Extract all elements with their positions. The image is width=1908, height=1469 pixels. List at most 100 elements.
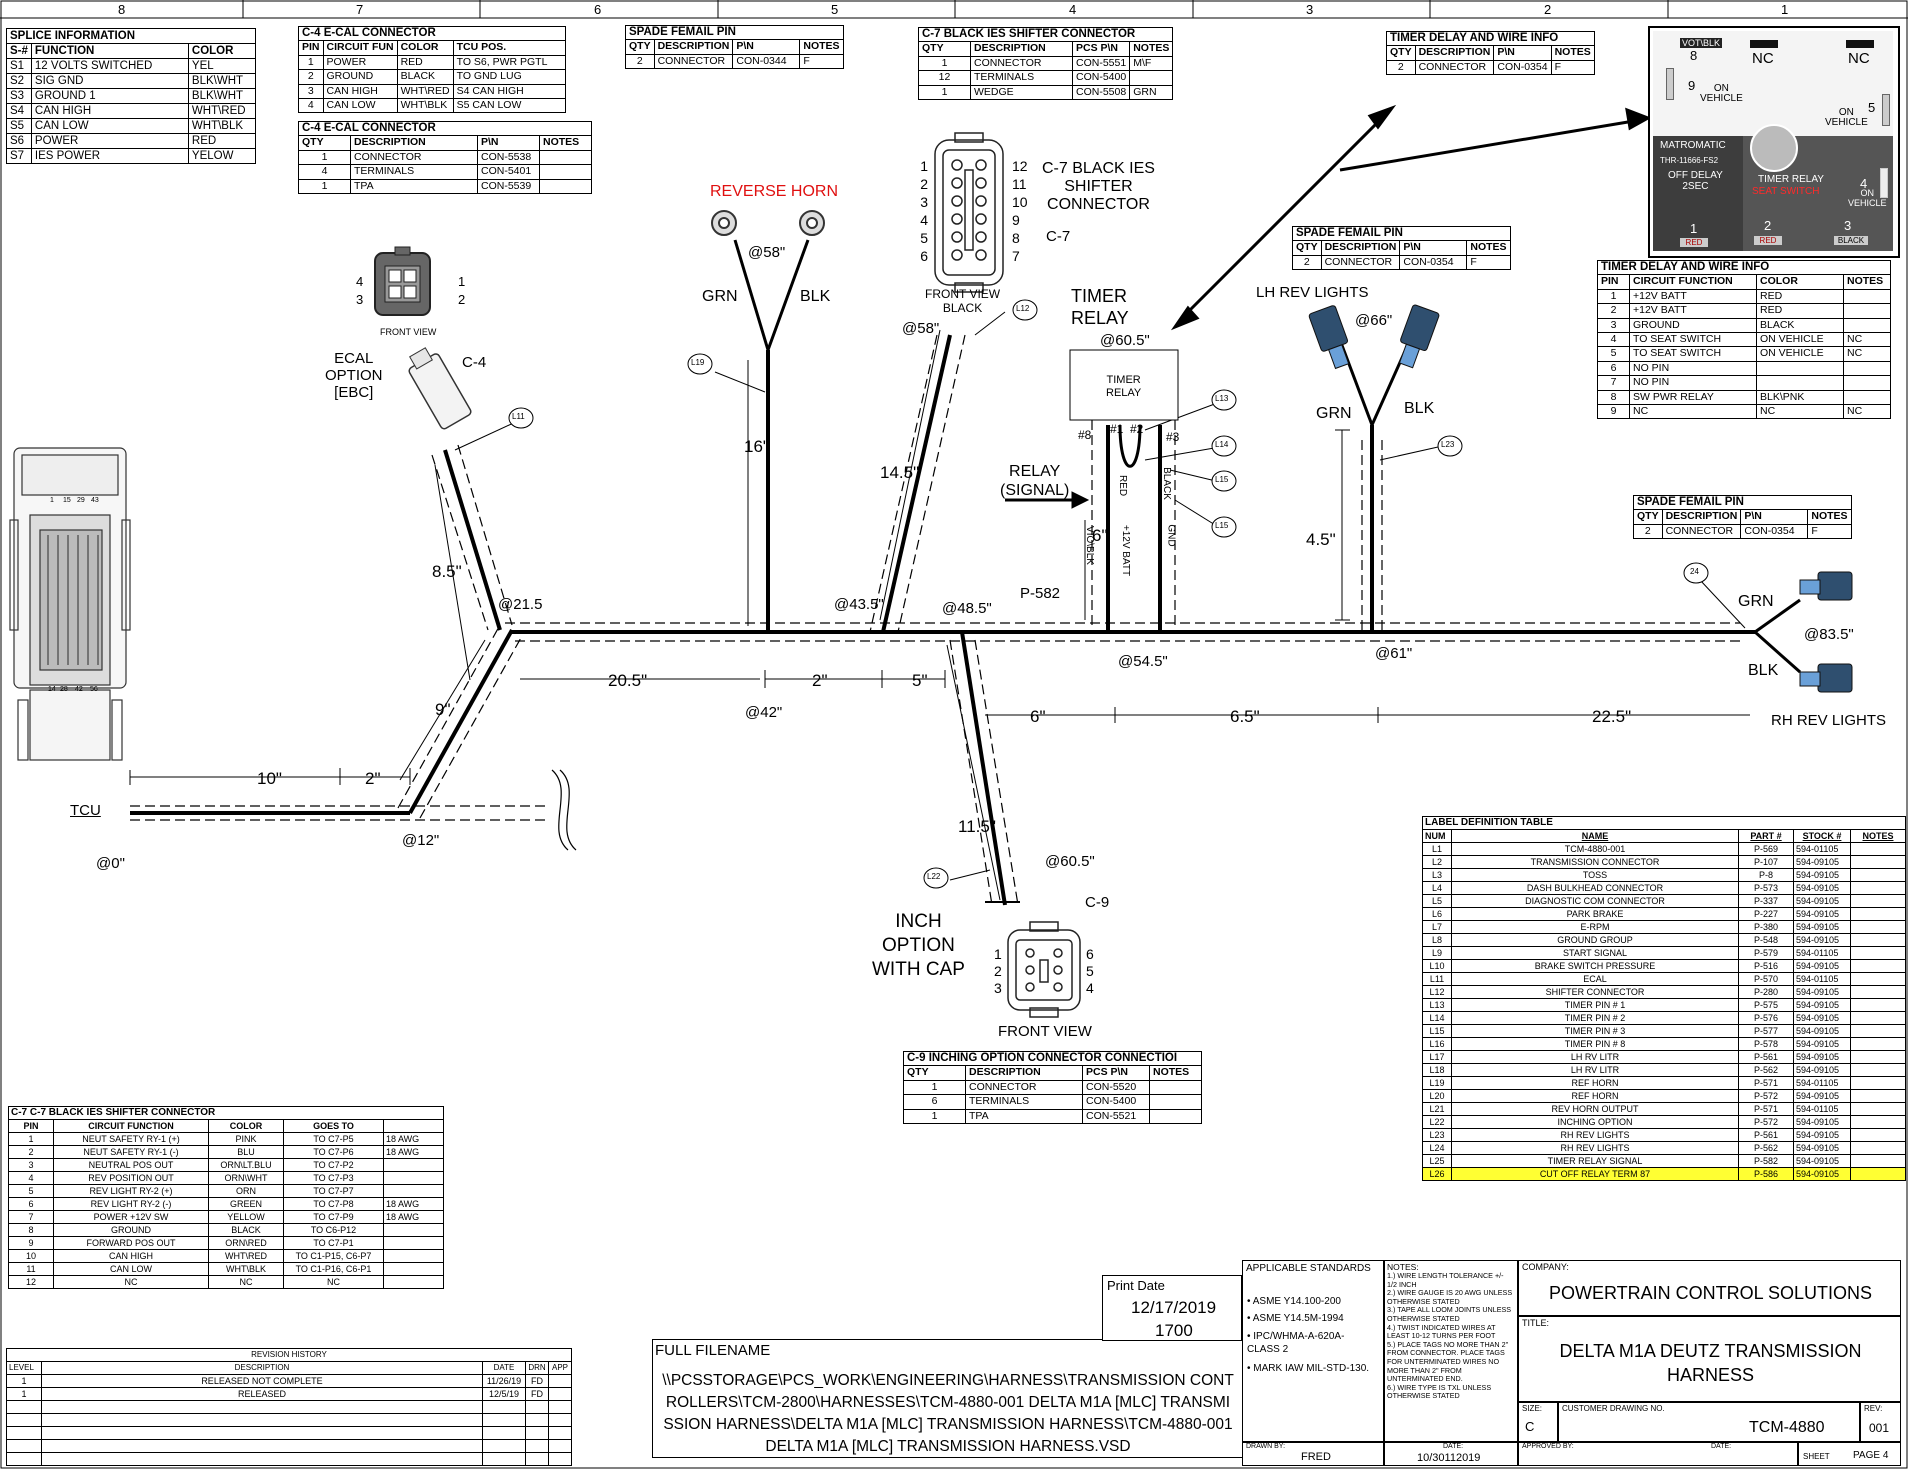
- note-5: 5.) PLACE TAGS NO MORE THAN 2" FROM CONN…: [1387, 1339, 1509, 1384]
- col-header: NOTES: [1466, 240, 1511, 256]
- table-cell: [1850, 1089, 1906, 1103]
- c9-label: C-9: [1085, 894, 1110, 911]
- table-cell: [383, 1171, 444, 1185]
- table-cell: [383, 1158, 444, 1172]
- col-header: NOTES: [1843, 274, 1891, 290]
- table-cell: [1850, 1063, 1906, 1077]
- table-cell: 594-09105: [1793, 1063, 1851, 1077]
- table-cell: NEUTRAL POS OUT: [53, 1158, 209, 1172]
- col-header: CIRCUIT FUNCTION: [1629, 274, 1757, 290]
- table-cell: L1: [1422, 842, 1452, 856]
- table-cell: E-RPM: [1451, 920, 1739, 934]
- approved-cell: APPROVED BY: DATE:: [1518, 1442, 1798, 1466]
- col-header: FUNCTION: [30, 43, 189, 59]
- table-title: SPADE FEMAIL PIN: [1292, 225, 1511, 242]
- table-cell: [1756, 375, 1844, 391]
- col-header: PIN: [1597, 274, 1630, 290]
- location-12: @12": [402, 832, 440, 849]
- col-header: CIRCUIT FUN: [322, 40, 398, 56]
- table-cell: GROUND GROUP: [1451, 933, 1739, 947]
- c4-pin-4: 4: [356, 274, 364, 289]
- table-title: SPLICE INFORMATION: [6, 28, 256, 44]
- location-43-5: @43.5": [834, 596, 884, 613]
- tcu-pin-29: 29: [77, 497, 85, 504]
- relay-delay: OFF DELAY 2SEC: [1668, 170, 1723, 192]
- table-cell: [1850, 842, 1906, 856]
- company-label: COMPANY:: [1522, 1262, 1569, 1272]
- table-cell: WHT\RED: [208, 1249, 284, 1263]
- relay-name: TIMER RELAY: [1758, 174, 1824, 185]
- rh-rev-connectors: [1799, 571, 1853, 693]
- c9-front-view-label: FRONT VIEW: [998, 1023, 1092, 1040]
- table-cell: YEL: [187, 58, 256, 74]
- table-cell: [539, 164, 592, 180]
- table-cell: LH RV LITR: [1451, 1050, 1739, 1064]
- table-cell: 5: [8, 1184, 54, 1198]
- table-cell: [383, 1184, 444, 1198]
- ecal-option-label: ECAL OPTION [EBC]: [325, 350, 383, 401]
- table-cell: 12: [918, 70, 971, 86]
- tag-l12: L12: [1016, 304, 1030, 313]
- table-cell: S2: [6, 73, 32, 89]
- table-cell: [548, 1374, 572, 1388]
- table-cell: [1850, 1011, 1906, 1025]
- pin8-number: 8: [1690, 48, 1698, 63]
- col-header: QTY: [903, 1065, 966, 1081]
- table-cell: LH RV LITR: [1451, 1063, 1739, 1077]
- c7-pin-1: 1: [920, 158, 928, 174]
- full-filename-box: FULL FILENAME \\PCSSTORAGE\PCS_WORK\ENGI…: [652, 1339, 1244, 1458]
- col-header: DESCRIPTION: [1320, 240, 1401, 256]
- pin1-color: RED: [1680, 238, 1708, 247]
- table-cell: 594-01105: [1793, 1102, 1851, 1116]
- table-title: REVISION HISTORY: [6, 1348, 572, 1362]
- nc-label-2: NC: [1848, 50, 1870, 67]
- table-cell: [1850, 1102, 1906, 1116]
- col-header: STOCK #: [1793, 829, 1851, 843]
- table-cell: TPA: [350, 178, 478, 195]
- table-cell: [1850, 855, 1906, 869]
- table-cell: NC: [208, 1275, 284, 1289]
- table-cell: 594-09105: [1793, 1011, 1851, 1025]
- table-cell: 3: [1597, 317, 1630, 334]
- table-cell: ORN\WHT: [208, 1171, 284, 1185]
- title-cell: TITLE: DELTA M1A DEUTZ TRANSMISSION HARN…: [1518, 1316, 1901, 1402]
- table-cell: CON-0354: [1399, 254, 1468, 271]
- table-title: TIMER DELAY AND WIRE INFO: [1597, 259, 1891, 276]
- inch-branch-length: 11.5": [958, 817, 996, 836]
- table-cell: 6: [903, 1094, 966, 1110]
- table-cell: L24: [1422, 1141, 1452, 1155]
- table-cell: CAN LOW: [30, 118, 189, 134]
- table-cell: P-577: [1738, 1024, 1794, 1038]
- c7-pin-2: 2: [920, 176, 928, 192]
- table-cell: TO C7-P2: [283, 1158, 384, 1172]
- table-cell: 1: [903, 1079, 966, 1096]
- table-cell: TO SEAT SWITCH: [1629, 332, 1757, 348]
- table-title: TIMER DELAY AND WIRE INFO: [1386, 30, 1595, 47]
- p582-label: P-582: [1020, 585, 1061, 602]
- reverse-horn-label: REVERSE HORN: [710, 183, 839, 200]
- table-cell: CON-5400: [1082, 1094, 1150, 1110]
- table-cell: FD: [525, 1374, 549, 1388]
- table-cell: [548, 1387, 572, 1401]
- col-header: NOTES: [799, 39, 844, 55]
- pin2-color: RED: [1754, 236, 1782, 245]
- c7-pin-5: 5: [920, 230, 928, 246]
